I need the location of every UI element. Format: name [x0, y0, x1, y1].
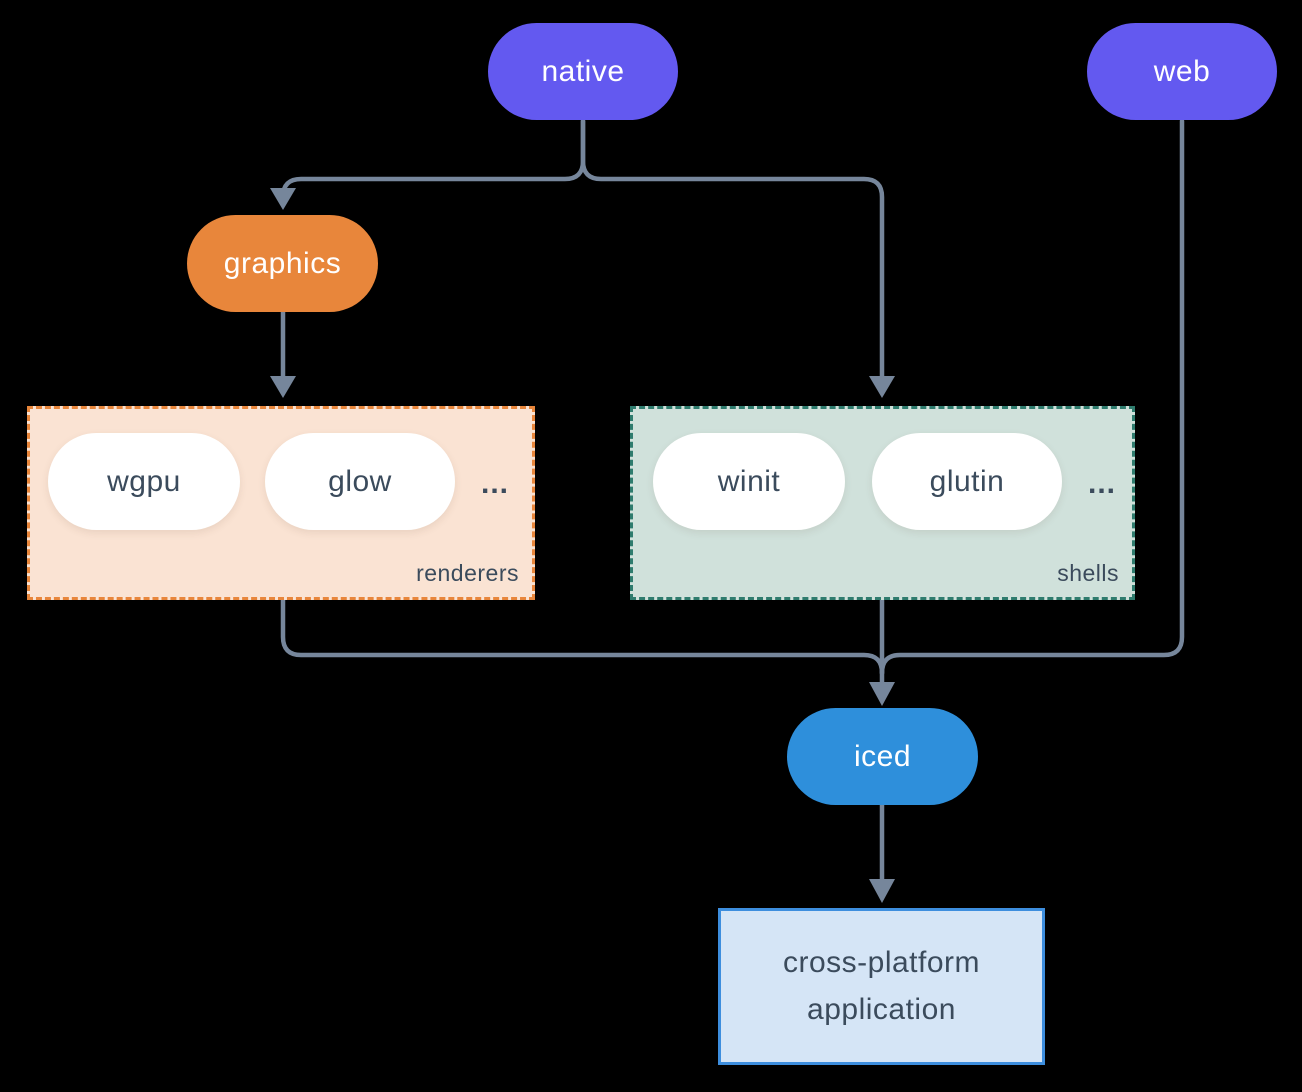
shells-label: shells: [1057, 560, 1119, 586]
renderers-ellipsis: ...: [481, 467, 510, 500]
arrowhead-shells: [869, 376, 895, 398]
group-shells: winit glutin ... shells: [630, 406, 1135, 600]
node-iced: iced: [787, 708, 978, 805]
node-native: native: [488, 23, 678, 120]
application-label: cross-platform application: [782, 946, 981, 1026]
edge-renderers-to-iced: [280, 597, 885, 676]
arrowhead-iced: [869, 682, 895, 706]
pill-glow: glow: [265, 433, 455, 530]
pill-winit: winit: [653, 433, 845, 530]
edge-native-to-shells: [580, 118, 885, 381]
arrowhead-application: [869, 879, 895, 903]
pill-glutin: glutin: [872, 433, 1062, 530]
edge-native-to-graphics: [280, 118, 586, 200]
arrowhead-graphics: [270, 188, 296, 210]
group-renderers: wgpu glow ... renderers: [27, 406, 535, 600]
arrowhead-renderers: [270, 376, 296, 398]
shells-ellipsis: ...: [1088, 467, 1117, 500]
node-web: web: [1087, 23, 1277, 120]
node-graphics: graphics: [187, 215, 378, 312]
pill-wgpu: wgpu: [48, 433, 240, 530]
node-application: cross-platform application: [718, 908, 1045, 1065]
renderers-label: renderers: [416, 560, 519, 586]
